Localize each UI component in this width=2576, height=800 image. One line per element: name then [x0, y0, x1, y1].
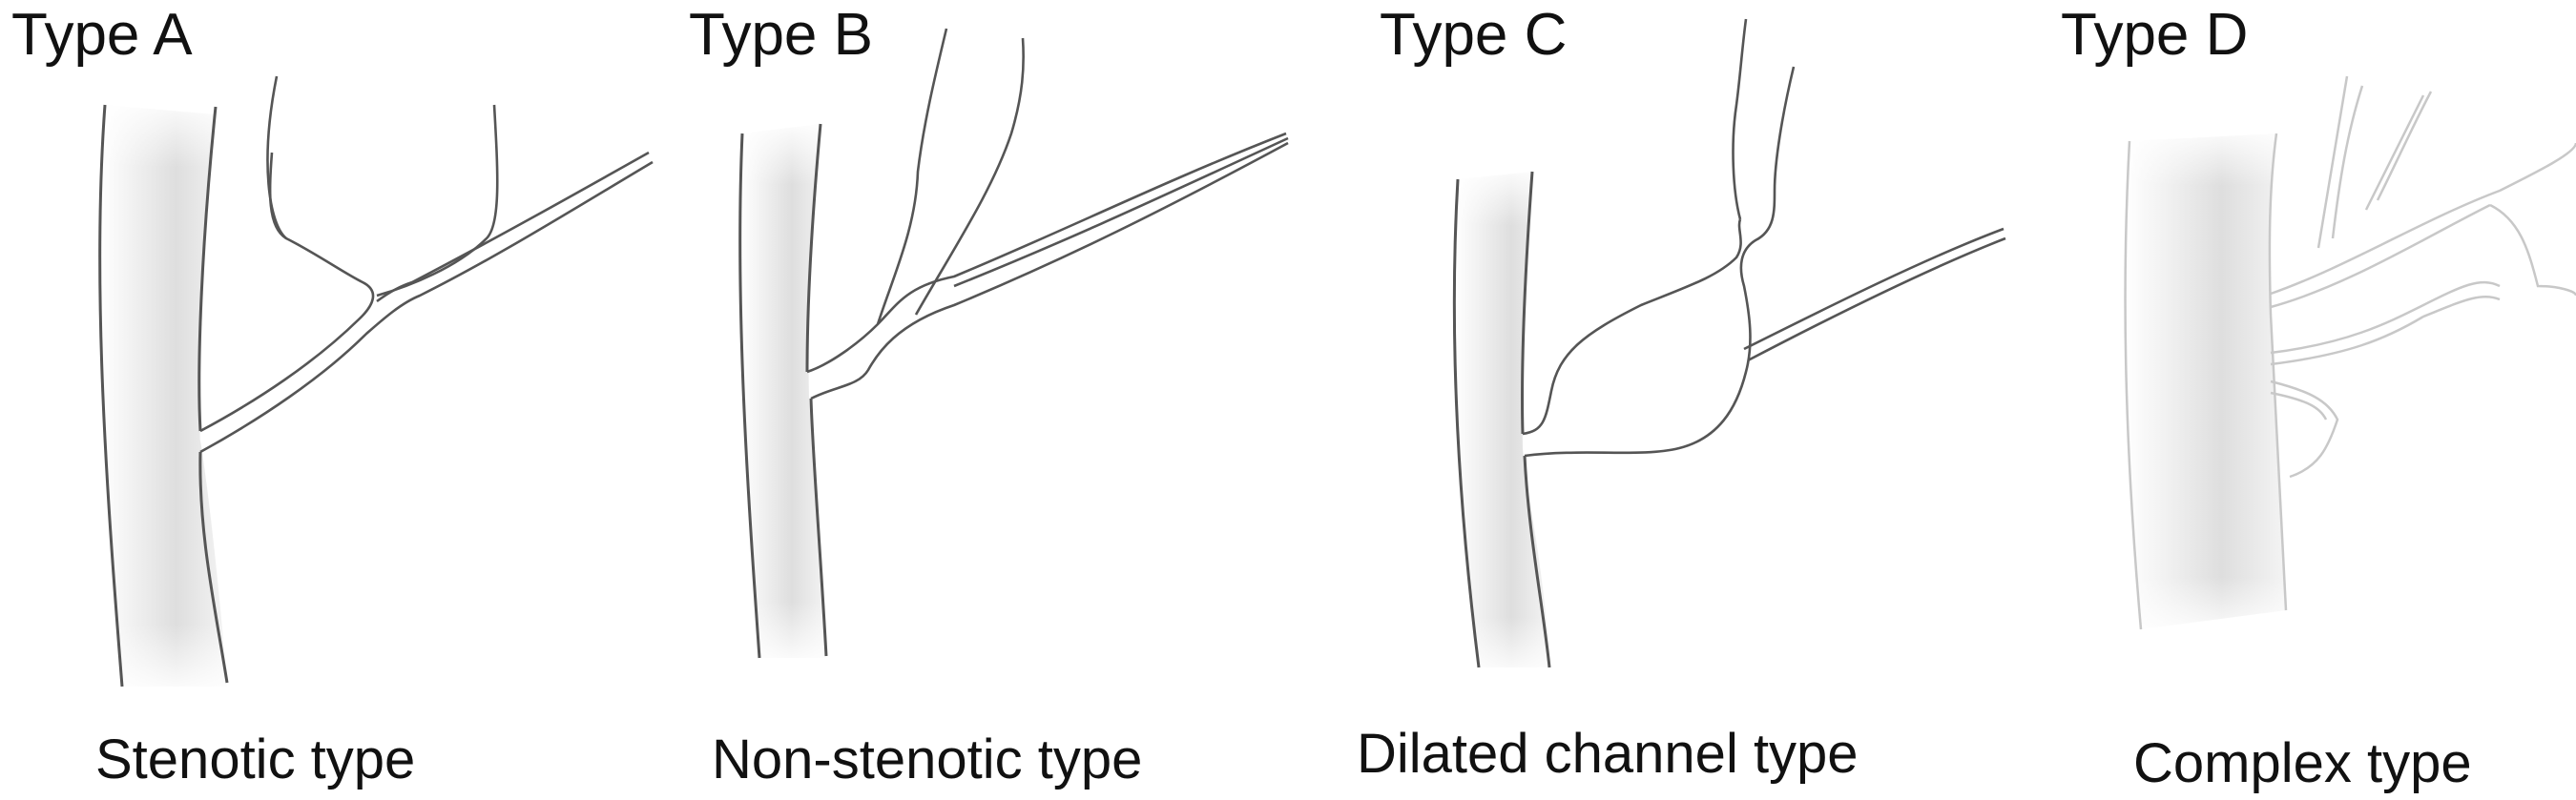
panel-type-a: Type A Stenotic type [0, 0, 668, 800]
panel-type-b: Type B Non-stenotic type [668, 0, 1355, 800]
vessel-left-wall [1452, 178, 1481, 668]
panel-caption: Stenotic type [95, 728, 416, 790]
upper-loop [266, 75, 499, 297]
dilated-channel [1522, 66, 1796, 458]
panel-title: Type B [689, 2, 873, 68]
panel-type-d: Type D Complex type [2042, 0, 2576, 800]
wide-branch-upper [806, 132, 1289, 374]
panel-caption: Complex type [2133, 732, 2472, 794]
branch-network [2270, 142, 2576, 479]
panel-caption: Dilated channel type [1357, 723, 1859, 785]
wide-branch-lower [810, 141, 1289, 400]
dilated-channel-vessel-drawing [1441, 18, 2006, 679]
vessel-right-wall [2268, 133, 2288, 611]
upper-tributaries [2316, 75, 2433, 249]
vessel-right-wall [197, 106, 229, 684]
stenotic-vessel-drawing [86, 75, 654, 696]
channel-outlet-branch [1743, 227, 2006, 362]
panel-title: Type A [11, 2, 193, 68]
narrowed-branch [199, 151, 654, 454]
vessel-right-wall [805, 123, 828, 657]
upper-tributary [1732, 18, 1748, 220]
complex-vessel-drawing [2109, 75, 2576, 639]
panel-title: Type D [2061, 2, 2249, 68]
vessel-left-wall [98, 104, 124, 687]
non-stenotic-vessel-drawing [725, 28, 1289, 667]
vessel-left-wall [738, 133, 761, 659]
upper-tributaries [876, 28, 1025, 325]
panel-title: Type C [1380, 2, 1568, 68]
vessel-left-wall [2124, 140, 2143, 630]
vessel-right-wall [1520, 171, 1551, 668]
panel-caption: Non-stenotic type [712, 728, 1143, 790]
panel-type-c: Type C Dilated channel type [1355, 0, 2042, 800]
